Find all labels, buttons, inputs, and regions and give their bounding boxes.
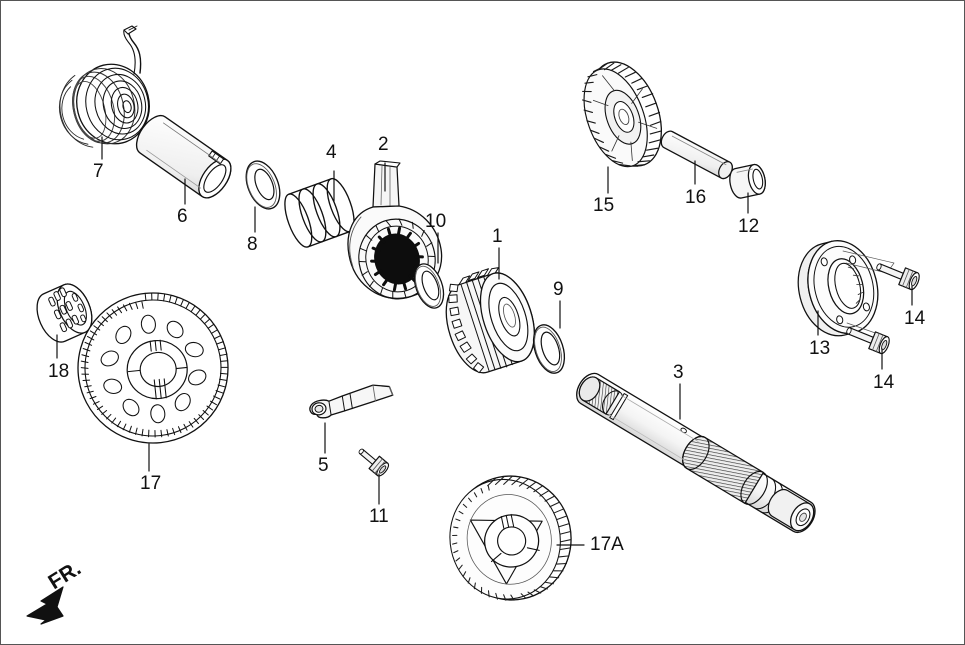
callout-label-1: 1 <box>492 226 503 247</box>
callout-label-2: 2 <box>378 134 389 155</box>
part-10-washer <box>413 263 445 309</box>
part-7-return-spring <box>58 25 150 148</box>
callout-label-9: 9 <box>553 279 564 300</box>
callout-label-6: 6 <box>177 206 188 227</box>
part-1-idle-gear <box>445 267 535 374</box>
callout-label-14-upper: 14 <box>904 308 926 329</box>
callout-label-12: 12 <box>738 216 760 237</box>
callout-label-8: 8 <box>247 234 258 255</box>
callout-label-16: 16 <box>685 187 707 208</box>
callout-label-10: 10 <box>425 211 447 232</box>
part-15-bevel-gear <box>582 61 662 168</box>
callout-label-5: 5 <box>318 455 329 476</box>
part-6-spring-sleeve <box>135 114 232 199</box>
callout-label-15: 15 <box>593 195 615 216</box>
part-17-driven-sprocket <box>77 292 229 444</box>
part-14-flange-bolt-upper <box>876 263 920 291</box>
callout-label-17: 17 <box>140 473 162 494</box>
callout-label-11: 11 <box>369 506 389 527</box>
part-18-needle-bearing <box>36 283 93 343</box>
callout-label-14-lower: 14 <box>873 372 895 393</box>
part-9-washer <box>532 324 566 374</box>
callout-label-7: 7 <box>93 161 104 182</box>
part-13-bearing-retainer <box>797 240 895 348</box>
callout-label-18: 18 <box>48 361 70 382</box>
part-16-dowel-pin <box>660 130 733 180</box>
callout-label-4: 4 <box>326 142 337 163</box>
part-12-bushing <box>729 163 766 199</box>
part-17A-final-gear <box>449 475 572 601</box>
callout-label-3: 3 <box>673 362 684 383</box>
part-3-counter-shaft <box>576 372 816 534</box>
front-direction-arrow <box>26 586 64 625</box>
callout-label-13: 13 <box>809 338 831 359</box>
part-8-thrust-washer <box>245 160 281 210</box>
callout-label-17A: 17A <box>590 534 624 555</box>
part-5-stopper-arm <box>309 384 394 419</box>
part-11-stopper-bolt <box>358 448 390 477</box>
